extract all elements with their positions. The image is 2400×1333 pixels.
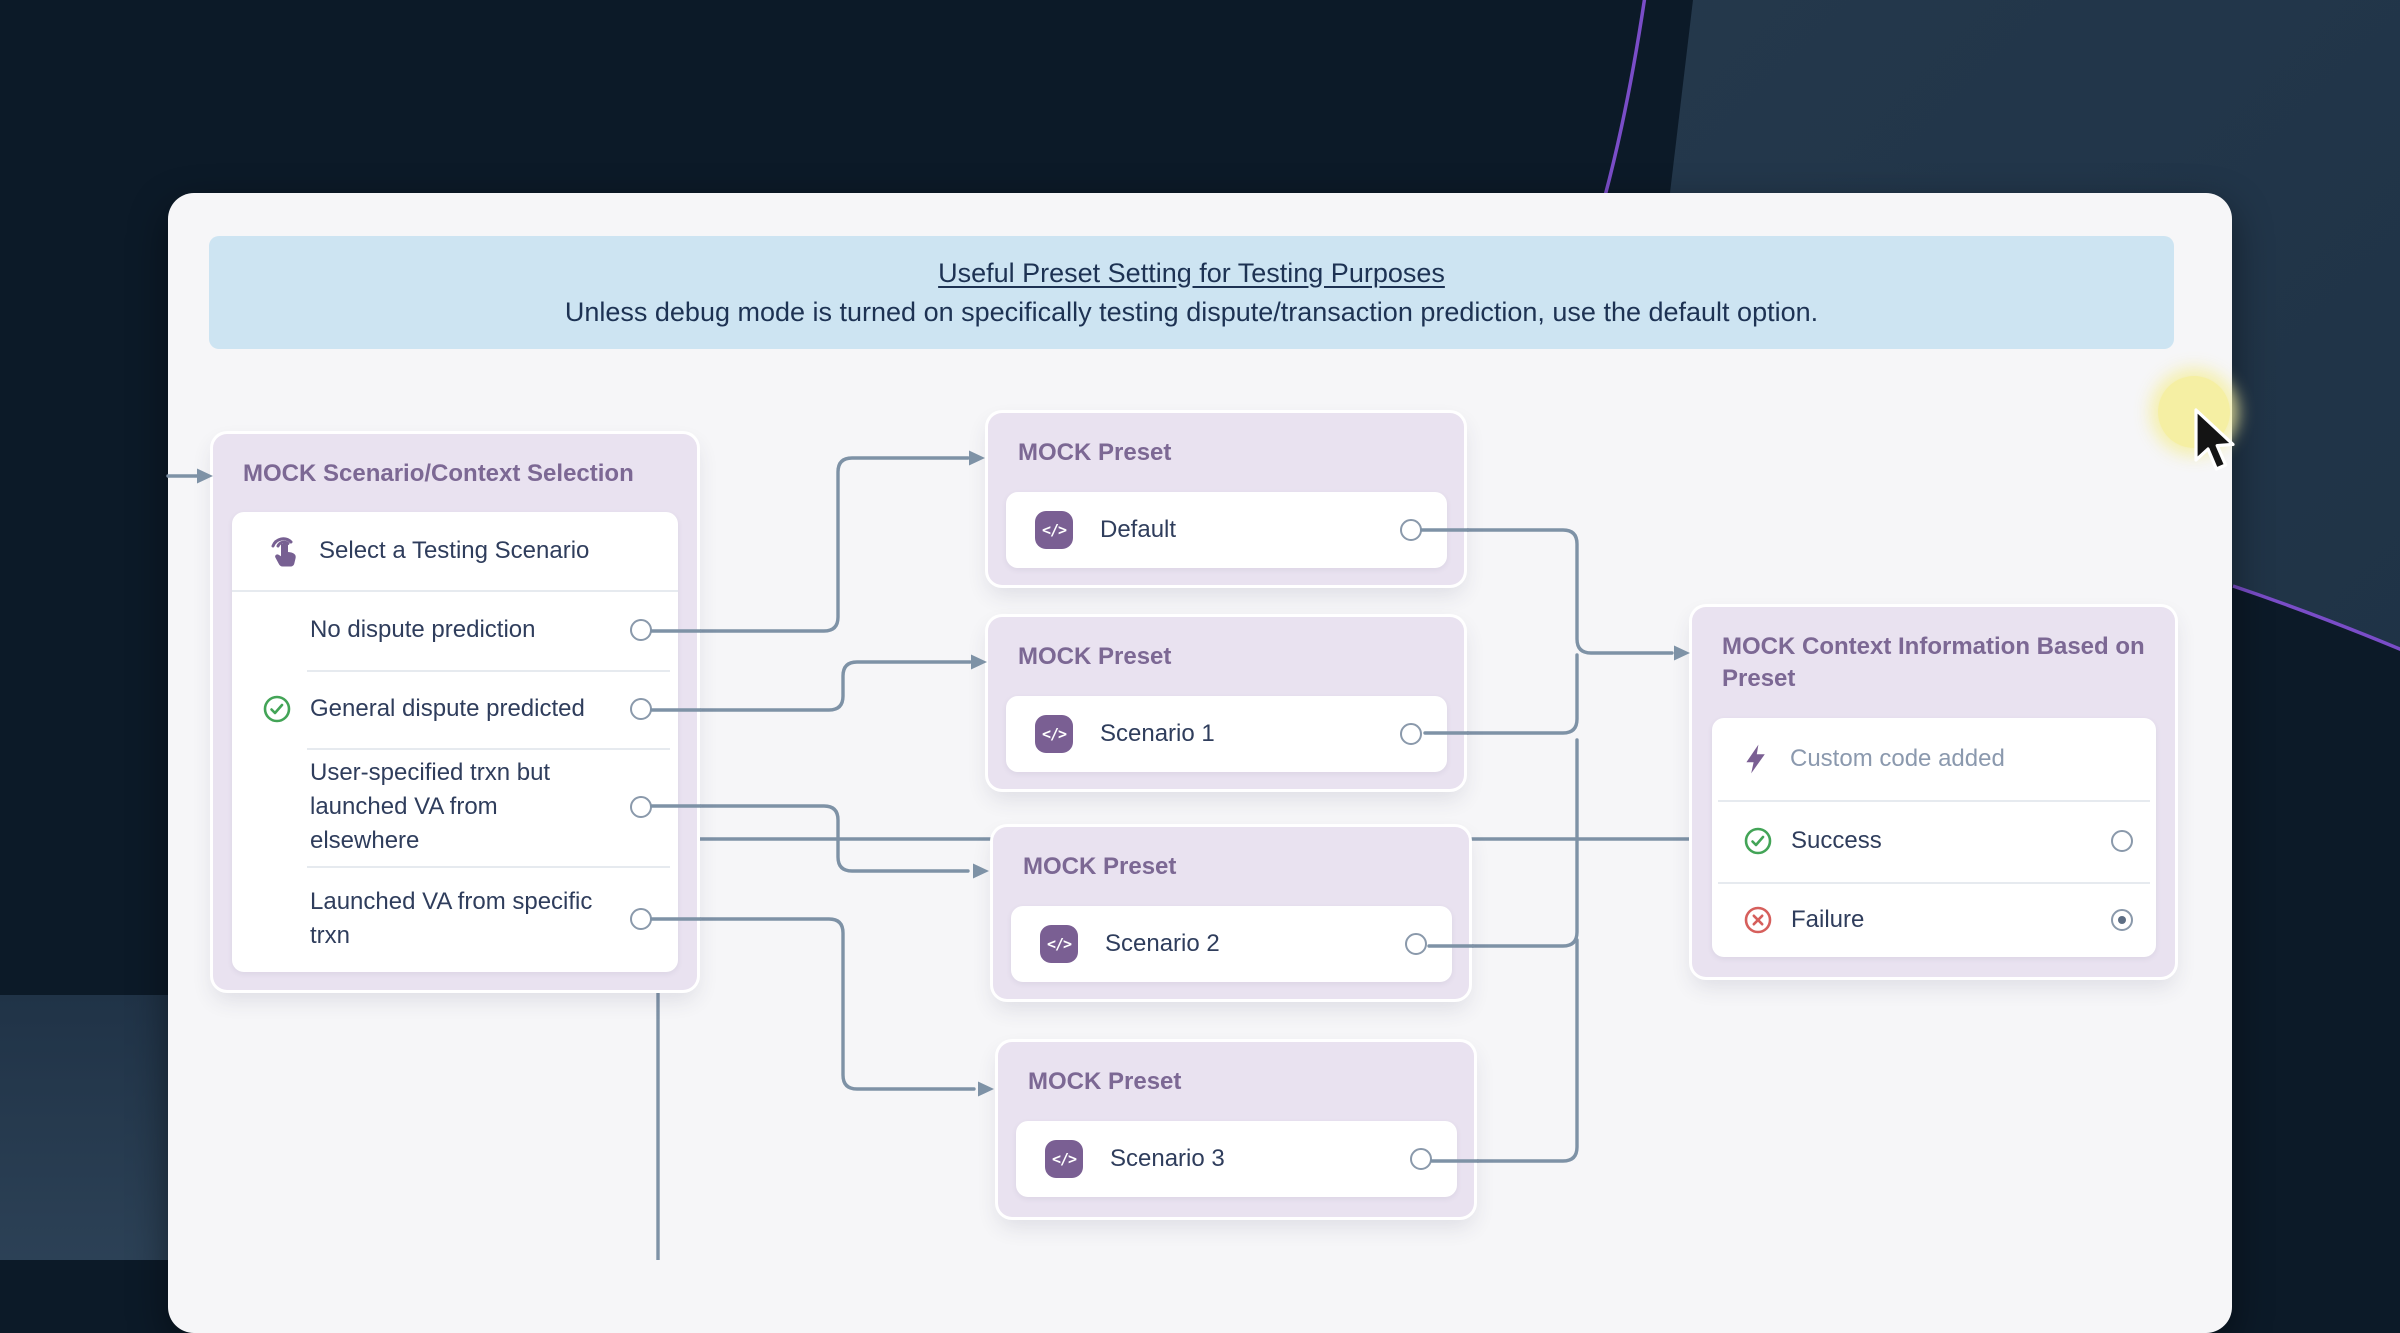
option-user-specified-trxn[interactable]: User-specified trxn but launched VA from…: [232, 748, 678, 866]
preset-item-scenario2[interactable]: </> Scenario 2: [1011, 906, 1452, 982]
preset-item-default[interactable]: </> Default: [1006, 492, 1447, 568]
option-label: User-specified trxn but launched VA from…: [310, 759, 551, 854]
code-block-icon: </>: [1035, 715, 1073, 753]
node-title: MOCK Preset: [1028, 1068, 1182, 1095]
code-block-icon: </>: [1045, 1140, 1083, 1178]
success-label: Success: [1791, 827, 1882, 854]
divider: [307, 670, 670, 672]
port-preset-scenario1[interactable]: [1400, 723, 1422, 745]
preset-item-scenario3[interactable]: </> Scenario 3: [1016, 1121, 1457, 1197]
note-banner-subtitle: Unless debug mode is turned on specifica…: [564, 296, 1819, 327]
node-title: MOCK Context Information Based on Preset: [1722, 633, 2145, 692]
node-title: MOCK Preset: [1018, 439, 1172, 466]
option-no-dispute[interactable]: No dispute prediction: [232, 590, 678, 670]
preset-item-scenario1[interactable]: </> Scenario 1: [1006, 696, 1447, 772]
port-success[interactable]: [2111, 830, 2133, 852]
code-block-icon: </>: [1035, 511, 1073, 549]
custom-code-label: Custom code added: [1790, 745, 2005, 772]
row-custom-code[interactable]: Custom code added: [1712, 718, 2156, 800]
port-preset-scenario2[interactable]: [1405, 933, 1427, 955]
option-label: Launched VA from specific trxn: [310, 888, 593, 949]
port-user-specified-trxn[interactable]: [630, 796, 652, 818]
tap-gesture-icon: [271, 537, 296, 567]
option-launched-va[interactable]: Launched VA from specific trxn: [232, 866, 678, 972]
node-title: MOCK Preset: [1023, 853, 1177, 880]
note-banner[interactable]: Useful Preset Setting for Testing Purpos…: [209, 236, 2174, 349]
option-label: No dispute prediction: [310, 616, 536, 643]
node-mock-preset-scenario1[interactable]: MOCK Preset </> Scenario 1: [988, 617, 1464, 789]
node-mock-preset-default[interactable]: MOCK Preset </> Default: [988, 413, 1464, 585]
port-launched-va[interactable]: [630, 908, 652, 930]
option-label: General dispute predicted: [310, 695, 585, 722]
node-mock-preset-scenario2[interactable]: MOCK Preset </> Scenario 2: [993, 827, 1469, 999]
port-general-dispute[interactable]: [630, 698, 652, 720]
divider: [232, 590, 678, 592]
option-general-dispute[interactable]: General dispute predicted: [232, 670, 678, 748]
preset-item-label: Default: [1100, 516, 1177, 543]
port-preset-scenario3[interactable]: [1410, 1148, 1432, 1170]
port-no-dispute[interactable]: [630, 619, 652, 641]
code-block-icon: </>: [1040, 925, 1078, 963]
check-circle-icon: [1744, 827, 1772, 855]
preset-item-label: Scenario 3: [1110, 1145, 1225, 1172]
divider: [307, 866, 670, 868]
note-banner-title: Useful Preset Setting for Testing Purpos…: [938, 257, 1445, 288]
row-failure[interactable]: Failure: [1712, 882, 2156, 957]
node-mock-scenario-selection[interactable]: MOCK Scenario/Context Selection Select a…: [213, 434, 697, 990]
node-title: MOCK Scenario/Context Selection: [243, 460, 634, 487]
mouse-cursor-icon: [2194, 408, 2235, 471]
check-circle-icon: [263, 695, 291, 723]
lightning-icon: [1746, 744, 1765, 774]
row-success[interactable]: Success: [1712, 800, 2156, 882]
node-mock-context-information[interactable]: MOCK Context Information Based on Preset…: [1692, 607, 2175, 977]
x-circle-icon: [1744, 906, 1772, 933]
background-slate-shape-bottom: [0, 995, 170, 1260]
failure-label: Failure: [1791, 905, 1865, 933]
row-select-testing-scenario[interactable]: Select a Testing Scenario: [232, 512, 678, 590]
node-title: MOCK Preset: [1018, 643, 1172, 670]
port-preset-default[interactable]: [1400, 519, 1422, 541]
node-mock-preset-scenario3[interactable]: MOCK Preset </> Scenario 3: [998, 1042, 1474, 1217]
preset-item-label: Scenario 1: [1100, 720, 1215, 747]
port-failure[interactable]: [2111, 909, 2133, 931]
divider: [307, 748, 670, 750]
divider: [1718, 882, 2150, 884]
divider: [1718, 800, 2150, 802]
action-row-label: Select a Testing Scenario: [319, 537, 590, 564]
preset-item-label: Scenario 2: [1105, 930, 1220, 957]
